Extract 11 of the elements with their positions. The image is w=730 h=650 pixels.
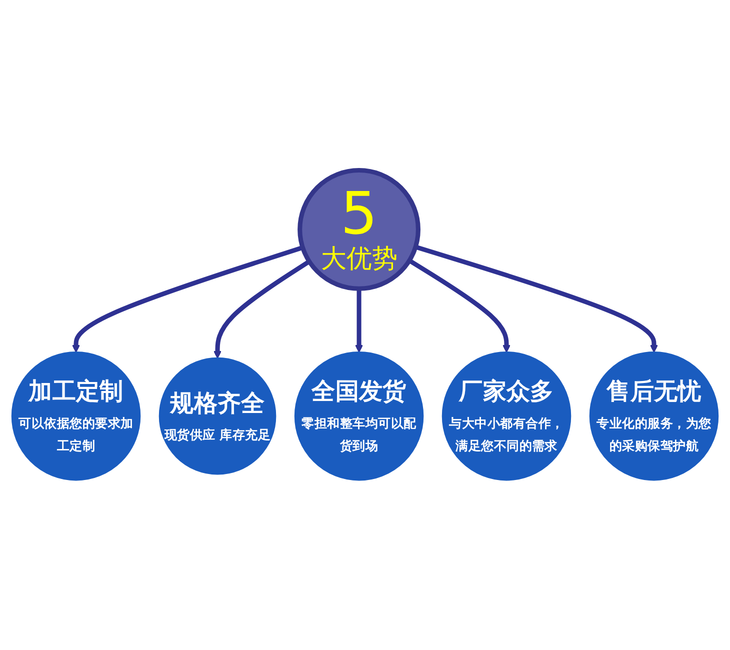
- node-circle: 规格齐全 现货供应 库存充足: [158, 357, 276, 475]
- node-circle: 厂家众多 与大中小都有合作，满足您不同的需求: [442, 351, 572, 481]
- node-circle: 售后无忧 专业化的服务，为您的采购保驾护航: [589, 351, 719, 481]
- arrow: [72, 245, 304, 353]
- node-circle: 全国发货 零担和整车均可以配货到场: [294, 351, 424, 481]
- arrow: [414, 244, 658, 353]
- arrow: [214, 260, 310, 359]
- arrow: [408, 258, 510, 353]
- node-circle: 加工定制 可以依据您的要求加工定制: [11, 351, 141, 481]
- arrow: [355, 288, 364, 353]
- node-circle: 5 大优势: [298, 168, 420, 291]
